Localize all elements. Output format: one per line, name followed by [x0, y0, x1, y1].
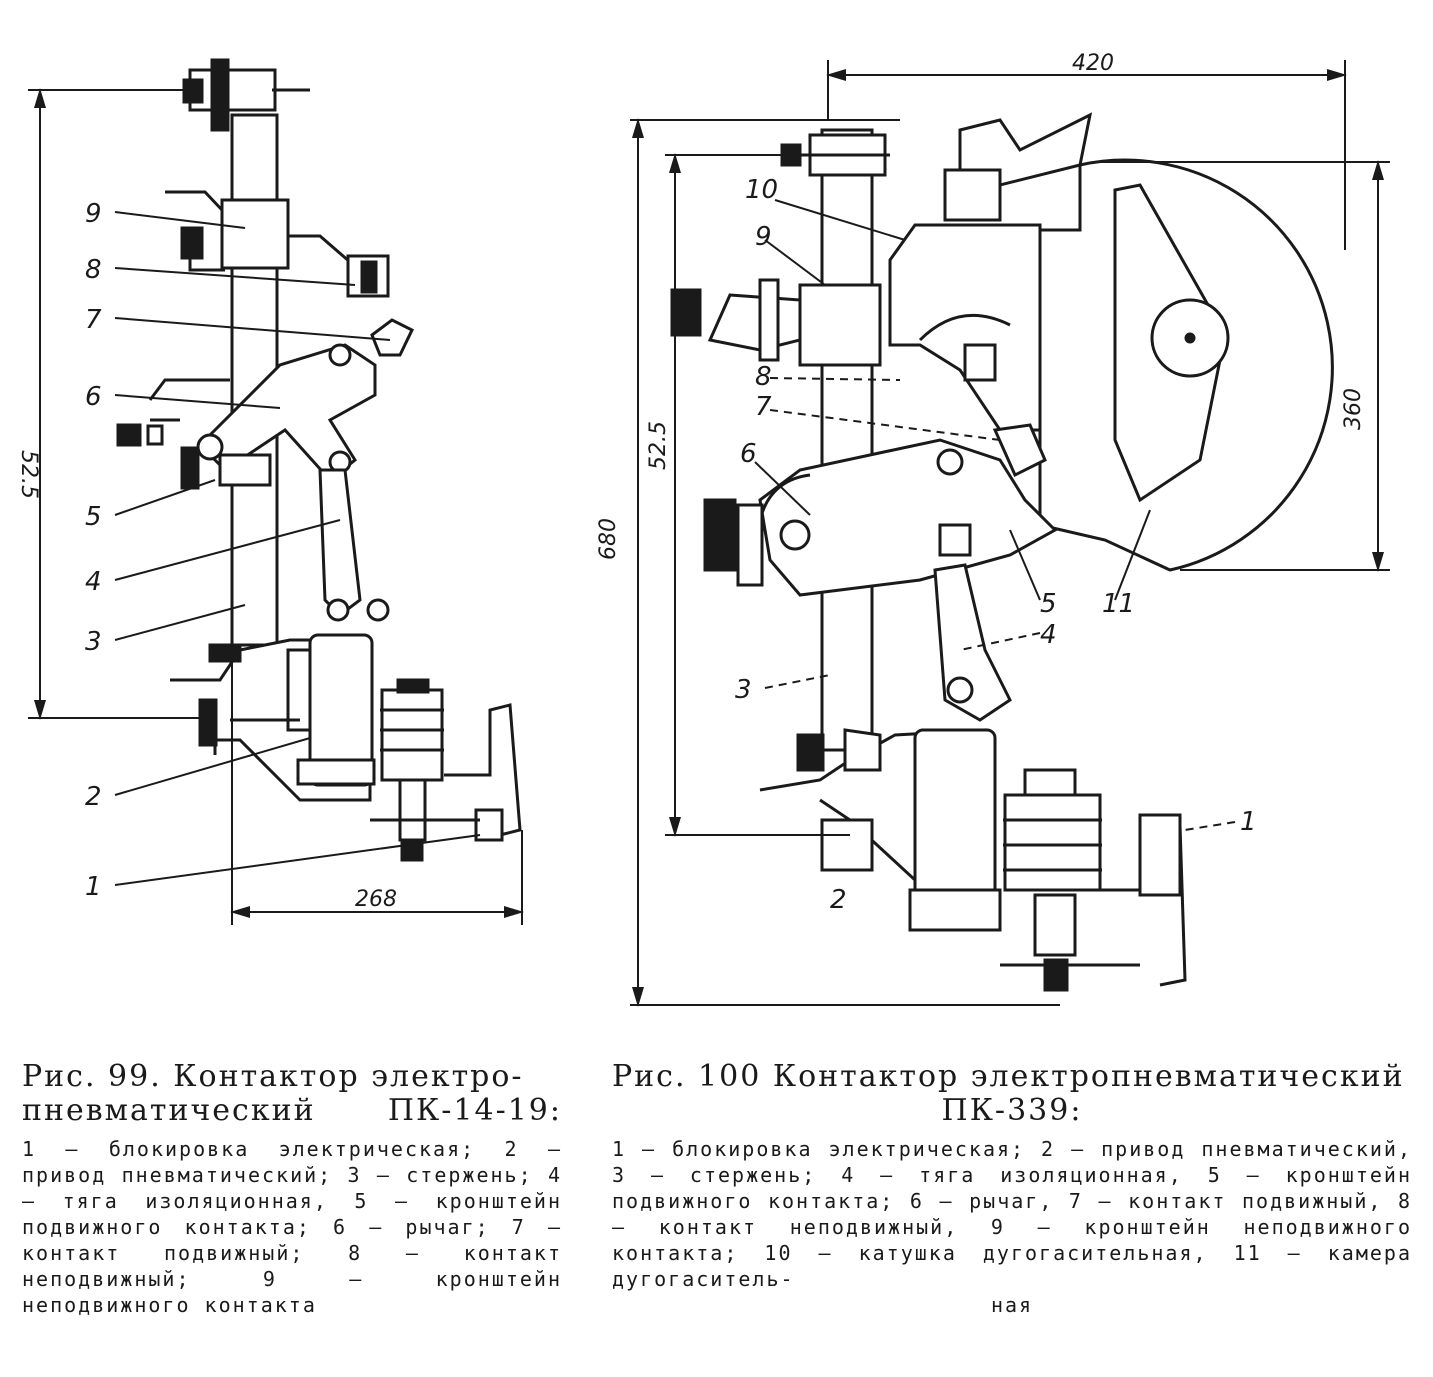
fig100-label-6: 6: [740, 439, 757, 469]
fig100-label-7: 7: [755, 392, 772, 422]
fig99-label-9: 9: [85, 199, 102, 229]
figure-99-drawing: [28, 58, 524, 925]
fig99-label-5: 5: [85, 502, 102, 532]
fig99-pneumatic-drive: [170, 633, 376, 802]
fig100-label-3: 3: [735, 675, 752, 705]
fig100-label-5: 5: [1040, 589, 1057, 619]
fig99-insulating-link: [318, 468, 362, 617]
figure-99-caption: Рис. 99. Контактор электро- пневматическ…: [22, 1060, 562, 1318]
fig100-top-terminal: [780, 133, 890, 177]
fig99-height-dimension: [28, 88, 210, 720]
fig100-label-9: 9: [755, 222, 772, 252]
fig99-caption-legend: 1 — блокировка электрическая; 2 — привод…: [22, 1137, 562, 1317]
fig99-electric-interlock: [370, 678, 522, 862]
fig99-dim-height: 52.5: [16, 450, 41, 499]
fig100-label-1: 1: [1240, 807, 1257, 837]
fig100-electric-interlock: [1000, 768, 1187, 992]
fig99-label-2: 2: [85, 782, 102, 812]
fig100-label-4: 4: [1040, 620, 1057, 650]
fig99-caption-title: Рис. 99. Контактор электро-: [22, 1059, 524, 1094]
fig99-label-1: 1: [85, 872, 102, 902]
fig100-leader-lines: [754, 199, 1236, 831]
fig100-label-10: 10: [745, 175, 778, 205]
fig100-pneumatic-drive: [759, 728, 1002, 932]
fig100-dim-total-height: 680: [596, 518, 621, 560]
fig99-label-8: 8: [85, 255, 102, 285]
fig100-dim-width: 420: [1072, 51, 1114, 76]
fig99-top-terminal: [182, 58, 310, 132]
fig100-label-8: 8: [755, 362, 772, 392]
fig100-blowout-coil: [888, 223, 1042, 432]
fig100-label-2: 2: [830, 885, 847, 915]
fig99-width-dimension: [230, 645, 524, 925]
fig99-label-7: 7: [85, 305, 102, 335]
technical-drawing: 9 8 7 6 5 4 3 2 1 52.5 268: [16, 51, 1390, 1007]
fig99-fixed-contact-bracket: [165, 190, 390, 298]
fig100-caption-legend-end: ная: [990, 1293, 1034, 1317]
figure-100-caption: Рис. 100 Контактор электропневматический…: [612, 1060, 1412, 1318]
fig99-caption-title-cont: пневматический: [22, 1093, 316, 1128]
fig99-caption-title-line2: пневматический ПК-14-19:: [22, 1094, 562, 1128]
fig99-leader-lines: [114, 211, 481, 886]
fig100-arc-chute-chamber: [943, 112, 1334, 572]
fig100-lever: [703, 438, 1058, 597]
fig100-caption-legend: 1 — блокировка электрическая; 2 — привод…: [612, 1137, 1412, 1291]
fig100-label-11: 11: [1102, 589, 1135, 619]
fig99-caption-model: ПК-14-19:: [387, 1093, 562, 1128]
fig99-moving-contact-bracket: [180, 446, 272, 490]
fig100-caption-title: Рис. 100 Контактор электропневматический: [612, 1059, 1405, 1094]
fig99-moving-contact: [370, 318, 414, 357]
fig100-moving-contact: [992, 423, 1047, 478]
fig100-dimensions: [630, 60, 1390, 1007]
fig99-label-3: 3: [85, 627, 102, 657]
fig99-dim-width: 268: [355, 887, 397, 912]
fig100-fixed-contact-bracket: [670, 278, 882, 367]
fig99-label-6: 6: [85, 382, 102, 412]
fig100-dim-chamber: 360: [1341, 388, 1366, 430]
fig100-dim-inner-height: 52.5: [646, 421, 671, 470]
figure-100-drawing: [630, 60, 1390, 1007]
fig99-label-4: 4: [85, 567, 102, 597]
fig99-lever: [116, 343, 377, 483]
fig100-caption-model: ПК-339:: [941, 1093, 1083, 1128]
